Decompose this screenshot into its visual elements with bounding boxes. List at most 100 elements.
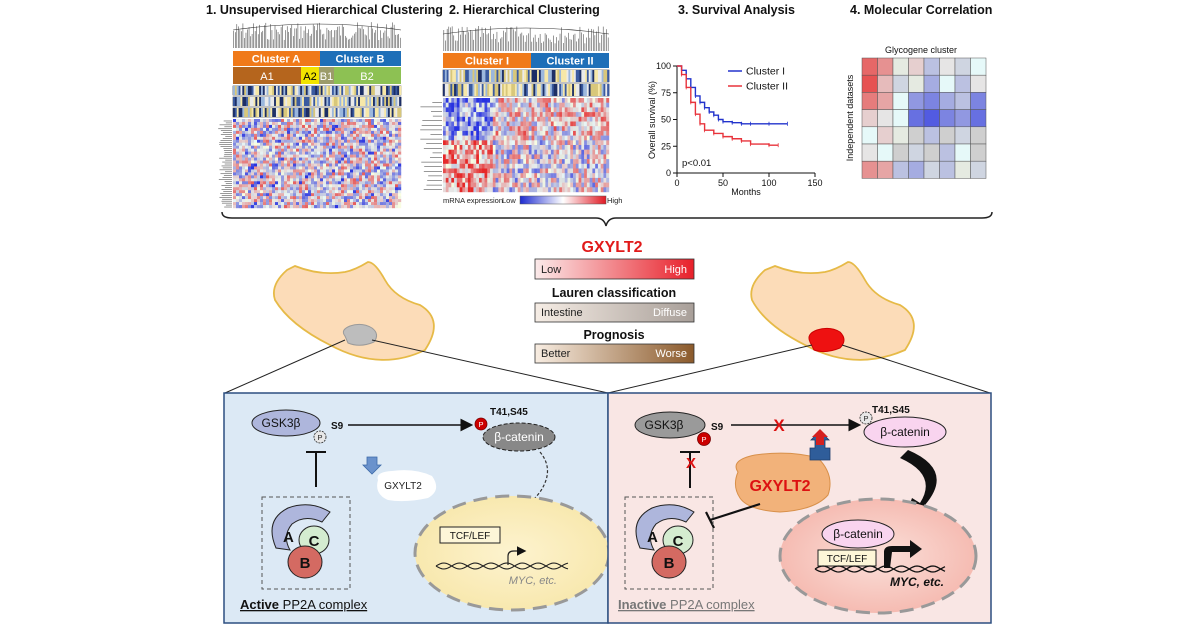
heatmap-cell [537, 126, 541, 132]
annotation-cell [566, 84, 569, 96]
heatmap-cell [344, 169, 348, 173]
heatmap-cell [302, 181, 306, 185]
cluster-a-bar [233, 51, 320, 66]
annotation-cell [481, 70, 484, 82]
heatmap-cell [242, 154, 246, 158]
heatmap-cell [462, 187, 466, 193]
heatmap-cell [263, 172, 267, 176]
heatmap-cell [251, 127, 255, 132]
heatmap-cell [356, 190, 360, 194]
heatmap-cell [269, 163, 273, 167]
heatmap-cell [570, 154, 574, 160]
heatmap-cell [245, 184, 249, 188]
heatmap-cell [559, 121, 563, 127]
heatmap-cell [487, 126, 491, 132]
heatmap-cell [263, 169, 267, 173]
heatmap-cell [317, 178, 321, 182]
heatmap-cell [347, 196, 351, 200]
left-transcription-arrow [507, 546, 527, 565]
heatmap-cell [537, 130, 541, 136]
correlation-cell [954, 160, 971, 179]
heatmap-cell [523, 102, 527, 108]
heatmap-cell [595, 140, 599, 146]
heatmap-cell [506, 121, 510, 127]
annotation-cell [386, 86, 389, 95]
heatmap-cell [490, 140, 493, 146]
correlation-cell [861, 109, 878, 128]
annotation-cell [466, 70, 470, 82]
annotation-cell [544, 70, 547, 82]
heatmap-cell [368, 157, 372, 161]
heatmap-cell [344, 187, 348, 191]
heatmap-cell [490, 112, 493, 117]
heatmap-cell [451, 145, 455, 150]
heatmap-cell [269, 151, 273, 155]
heatmap-cell [503, 177, 507, 183]
heatmap-cell [362, 205, 366, 209]
heatmap-cell [575, 154, 579, 160]
annotation-cell [270, 97, 273, 106]
heatmap-cell [512, 182, 516, 188]
annotation-cell [309, 108, 312, 117]
heatmap-cell [451, 149, 455, 155]
heatmap-cell [578, 140, 582, 146]
heatmap-cell [308, 163, 312, 167]
heatmap-cell [592, 116, 596, 122]
heatmap-cell [501, 159, 505, 164]
heatmap-cell [592, 145, 596, 150]
heatmap-cell [248, 187, 252, 191]
heatmap-cell [448, 163, 452, 169]
heatmap-cell [356, 172, 360, 176]
correlation-cell [939, 126, 956, 145]
heatmap-cell [266, 166, 270, 170]
heatmap-cell [380, 205, 384, 209]
heatmap-cell [368, 190, 372, 194]
heatmap-cell [600, 168, 604, 174]
heatmap-cell [389, 184, 393, 188]
heatmap-cell [595, 121, 599, 127]
heatmap-cell [534, 168, 538, 174]
heatmap-cell [528, 116, 532, 122]
panel-2-heatmap [443, 98, 610, 193]
annotation-cell [350, 86, 353, 95]
annotation-cell [277, 86, 280, 95]
heatmap-cell [570, 182, 574, 188]
annotation-cell [468, 84, 471, 96]
heatmap-cell [335, 199, 339, 203]
heatmap-cell [374, 142, 378, 146]
heatmap-cell [290, 202, 294, 206]
heatmap-cell [239, 193, 243, 197]
heatmap-cell [248, 121, 252, 126]
heatmap-cell [481, 130, 485, 136]
heatmap-cell [356, 199, 360, 203]
heatmap-cell [584, 116, 588, 122]
annotation-cell [317, 97, 320, 106]
heatmap-cell [380, 202, 384, 206]
heatmap-cell [603, 149, 607, 155]
heatmap-cell [392, 190, 396, 194]
heatmap-cell [534, 116, 538, 122]
heatmap-cell [377, 178, 381, 182]
heatmap-cell [257, 160, 261, 164]
heatmap-cell [506, 98, 510, 103]
heatmap-cell [389, 157, 393, 161]
annotation-cell [597, 84, 601, 96]
annotation-cell [354, 108, 357, 117]
heatmap-cell [578, 168, 582, 174]
heatmap-cell [606, 102, 610, 108]
heatmap-cell [395, 193, 399, 197]
annotation-cell [352, 86, 355, 95]
heatmap-cell [272, 181, 276, 185]
heatmap-cell [595, 112, 599, 117]
heatmap-cell [389, 172, 393, 176]
heatmap-cell [266, 127, 270, 132]
heatmap-cell [248, 136, 252, 140]
heatmap-cell [341, 175, 345, 179]
heatmap-cell [509, 149, 513, 155]
heatmap-cell [481, 140, 485, 146]
heatmap-cell [445, 112, 449, 117]
heatmap-cell [341, 184, 345, 188]
heatmap-cell [326, 148, 330, 152]
heatmap-cell [503, 130, 507, 136]
heatmap-cell [550, 159, 554, 164]
